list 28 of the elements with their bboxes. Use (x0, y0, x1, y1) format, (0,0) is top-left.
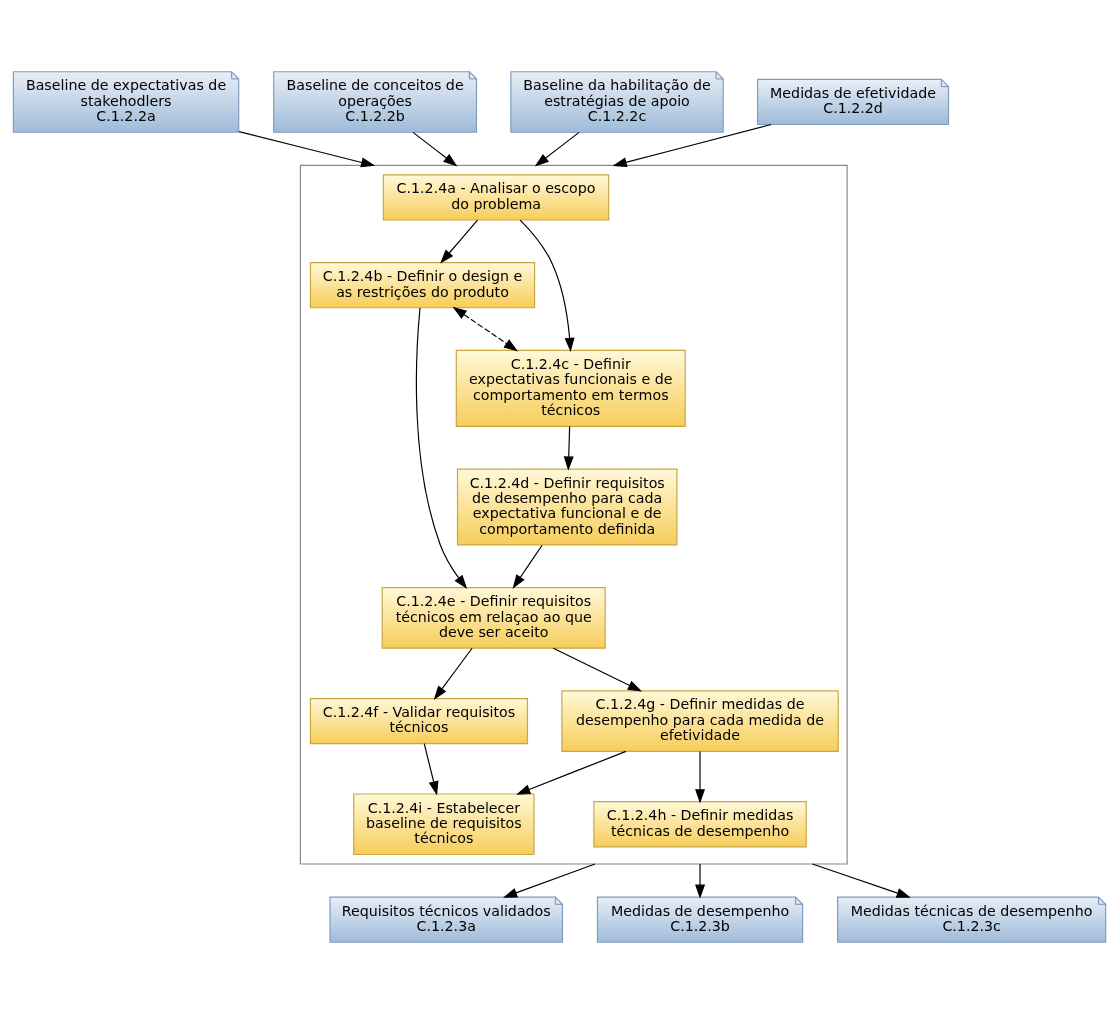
arrow (452, 306, 519, 352)
node-box: C.1.2.4c - Definir expectativas funcionais e de comportamento em termos técnicos (455, 349, 686, 427)
arrow (519, 219, 575, 353)
arrow (433, 647, 473, 700)
arrow (440, 219, 479, 264)
node-box: C.1.2.4d - Definir requisitos de desempenho para cada expectativa funcional e de comportamento definida (456, 468, 678, 546)
arrow (695, 750, 706, 804)
arrow (502, 863, 596, 898)
arrow (238, 131, 376, 168)
arrow (534, 131, 580, 167)
node-box: C.1.2.4h - Definir medidas técnicas de desempenho (593, 801, 807, 848)
arrow (516, 750, 627, 795)
node-box: C.1.2.4i - Estabelecer baseline de requisitos técnicos (353, 793, 535, 856)
arrow (552, 647, 643, 692)
node-box: C.1.2.4a - Analisar o escopo do problema (382, 174, 610, 221)
node-box: C.1.2.4b - Definir o design e as restrições do produto (309, 262, 536, 309)
arrow (563, 425, 574, 471)
cluster (299, 164, 848, 865)
node-box: C.1.2.4e - Definir requisitos técnicos em relaçao ao que deve ser aceito (381, 587, 606, 649)
arrow (412, 131, 458, 167)
arrow (423, 743, 439, 796)
arrow (695, 863, 706, 899)
arrow (415, 307, 468, 589)
arrow (811, 863, 911, 898)
arrow (512, 544, 543, 589)
node-box: C.1.2.4g - Definir medidas de desempenho para cada medida de efetividade (561, 690, 839, 752)
node-box: C.1.2.4f - Validar requisitos técnicos (309, 697, 529, 745)
arrow (612, 123, 772, 168)
